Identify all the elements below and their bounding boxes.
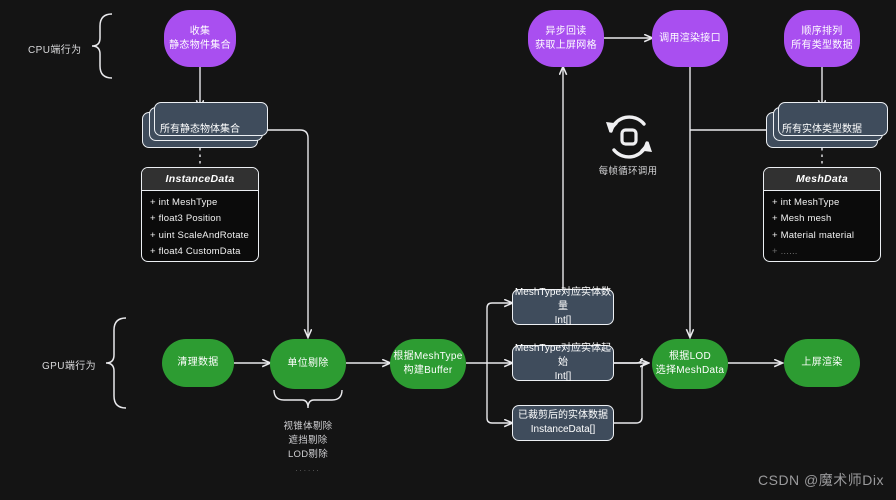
node-readback-line2: 获取上屏网格 — [535, 39, 597, 51]
deck-entity-type-data[interactable]: 所有实体类型数据 — [766, 102, 888, 148]
wire-clipped-to-lod — [614, 363, 648, 424]
node-drawcall-line1: 调用渲染接口 — [659, 32, 721, 44]
box-meshtype-count-line2: Int[] — [554, 315, 572, 326]
deck-static-object-set[interactable]: 所有静态物体集合 — [142, 102, 268, 148]
box-clipped-instances-line1: 已裁剪后的实体数据 — [518, 410, 608, 421]
node-readback[interactable]: 异步回读 获取上屏网格 — [528, 10, 604, 67]
uml-card-instancedata-title: InstanceData — [142, 168, 258, 191]
wire-buildbuffer-to-clipped — [486, 363, 512, 423]
node-sort-line1: 顺序排列 — [801, 25, 843, 37]
wire-start-merge — [614, 357, 643, 364]
node-drawcall[interactable]: 调用渲染接口 — [652, 10, 728, 67]
uml-card-meshdata-row-3: + ...... — [772, 246, 798, 257]
brace-gpu — [105, 317, 127, 409]
node-unit-cull-line1: 单位剔除 — [287, 358, 329, 369]
node-collect-line1: 收集 — [189, 25, 211, 37]
uml-card-instancedata-row-0: + int MeshType — [150, 196, 218, 208]
node-present-render[interactable]: 上屏渲染 — [784, 339, 860, 387]
lane-label-gpu: GPU端行为 — [42, 361, 97, 372]
node-clean-data-line1: 清理数据 — [177, 357, 219, 368]
uml-card-instancedata-row-3: + float4 CustomData — [150, 246, 241, 257]
uml-card-meshdata-title: MeshData — [764, 168, 880, 191]
node-clean-data[interactable]: 清理数据 — [162, 339, 234, 387]
node-select-meshdata-line1: 根据LOD — [668, 351, 712, 362]
box-meshtype-start[interactable]: MeshType对应实体起始 Int[] — [512, 343, 614, 382]
box-clipped-instances[interactable]: 已裁剪后的实体数据 InstanceData[] — [512, 405, 614, 441]
box-meshtype-start-line1: MeshType对应实体起始 — [514, 343, 612, 368]
uml-card-instancedata[interactable]: InstanceData + int MeshType + float3 Pos… — [141, 167, 259, 262]
uml-card-instancedata-row-1: + float3 Position — [150, 213, 222, 224]
wire-staticset-to-cull — [258, 129, 308, 337]
watermark: CSDN @魔术师Dix — [758, 472, 884, 488]
node-collect[interactable]: 收集 静态物件集合 — [164, 10, 236, 67]
deck-entity-type-data-label: 所有实体类型数据 — [782, 124, 862, 135]
lane-label-cpu: CPU端行为 — [28, 45, 82, 56]
node-sort-line2: 所有类型数据 — [791, 39, 853, 51]
node-unit-cull[interactable]: 单位剔除 — [270, 339, 346, 389]
node-present-render-line1: 上屏渲染 — [801, 357, 843, 368]
refresh-cycle-icon — [606, 115, 652, 159]
uml-card-meshdata-row-1: + Mesh mesh — [772, 213, 832, 224]
node-readback-line1: 异步回读 — [545, 25, 587, 37]
box-meshtype-count[interactable]: MeshType对应实体数量 Int[] — [512, 287, 614, 326]
deck-static-object-set-label: 所有静态物体集合 — [160, 124, 240, 135]
uml-card-meshdata-row-0: + int MeshType — [772, 196, 840, 208]
node-build-buffer-line1: 根据MeshType — [393, 351, 463, 362]
box-meshtype-count-line1: MeshType对应实体数量 — [514, 287, 612, 312]
node-build-buffer[interactable]: 根据MeshType 构建Buffer — [390, 339, 466, 389]
brace-cpu — [91, 13, 113, 79]
cull-note-dots: ...... — [295, 464, 321, 473]
box-clipped-instances-line2: InstanceData[] — [530, 424, 596, 435]
uml-card-meshdata-row-2: + Material material — [772, 229, 855, 241]
node-sort[interactable]: 顺序排列 所有类型数据 — [784, 10, 860, 67]
uml-card-instancedata-row-2: + uint ScaleAndRotate — [150, 229, 250, 241]
cull-note-lines: 视锥体剔除 遮挡剔除 LOD剔除 — [283, 421, 333, 460]
loop-label: 每帧循环调用 — [598, 166, 658, 177]
uml-card-meshdata[interactable]: MeshData + int MeshType + Mesh mesh + Ma… — [763, 167, 881, 262]
node-build-buffer-line2: 构建Buffer — [403, 365, 453, 376]
wire-buildbuffer-to-count — [486, 303, 512, 363]
node-select-meshdata[interactable]: 根据LOD 选择MeshData — [652, 339, 728, 389]
node-collect-line2: 静态物件集合 — [169, 39, 231, 51]
box-meshtype-start-line2: Int[] — [554, 371, 572, 382]
node-select-meshdata-line2: 选择MeshData — [655, 365, 725, 376]
cull-note: 视锥体剔除 遮挡剔除 LOD剔除 ...... — [248, 406, 368, 490]
